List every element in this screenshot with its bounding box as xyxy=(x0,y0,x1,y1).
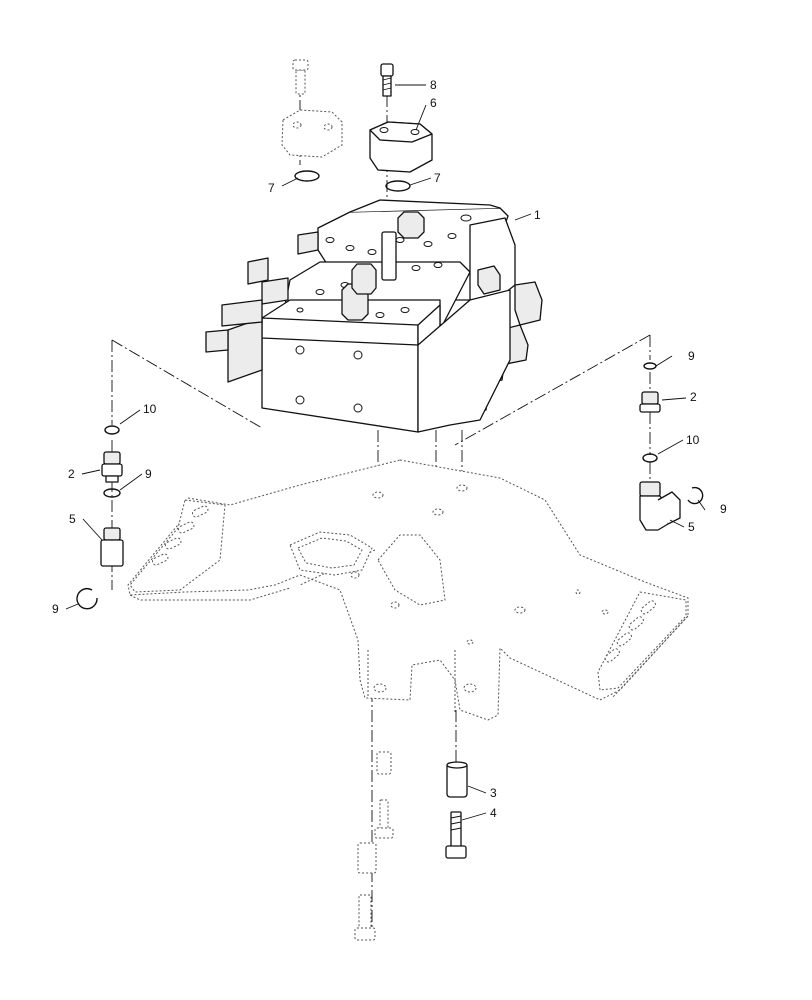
callout-5-right: 5 xyxy=(688,520,695,534)
oring-7-left xyxy=(294,170,320,182)
callout-4: 4 xyxy=(490,806,497,820)
callout-2-left: 2 xyxy=(68,467,75,481)
callout-9-right-bottom: 9 xyxy=(720,502,727,516)
callout-5-left: 5 xyxy=(69,512,76,526)
ghost-cover-left xyxy=(281,59,343,158)
cover-6 xyxy=(369,121,433,173)
callout-2-right: 2 xyxy=(690,390,697,404)
callout-leaders xyxy=(65,84,706,821)
oring-10-right xyxy=(642,453,658,463)
oring-9-left-top xyxy=(103,488,121,498)
ghost-spacer-bolt-left xyxy=(354,751,394,941)
control-valve-1 xyxy=(205,199,543,433)
callout-10-left: 10 xyxy=(143,402,157,416)
callout-7-right: 7 xyxy=(434,171,441,185)
fitting-5-left xyxy=(100,527,124,567)
callout-9-left-bottom: 9 xyxy=(52,602,59,616)
callout-labels: 1 8 6 7 7 10 2 9 5 9 9 2 10 9 5 3 4 xyxy=(52,78,727,820)
callout-7-left: 7 xyxy=(268,181,275,195)
bolt-4 xyxy=(445,811,467,859)
callout-9-left-top: 9 xyxy=(145,467,152,481)
callout-9-right-top: 9 xyxy=(688,349,695,363)
callout-6: 6 xyxy=(430,96,437,110)
fitting-2-right xyxy=(639,391,661,413)
oring-9-right-bottom xyxy=(687,486,704,505)
mounting-frame xyxy=(127,459,689,721)
oring-9-left-bottom xyxy=(76,587,98,610)
oring-9-right-top xyxy=(643,362,657,370)
callout-3: 3 xyxy=(490,786,497,800)
fitting-5-right-elbow xyxy=(639,481,681,531)
oring-7-right xyxy=(385,180,411,192)
oring-10-left xyxy=(104,425,120,435)
callout-8: 8 xyxy=(430,78,437,92)
capscrew-8 xyxy=(380,63,394,97)
spacer-3 xyxy=(446,761,468,798)
callout-10-right: 10 xyxy=(686,433,700,447)
callout-1: 1 xyxy=(534,208,541,222)
fitting-2-left xyxy=(101,451,123,483)
